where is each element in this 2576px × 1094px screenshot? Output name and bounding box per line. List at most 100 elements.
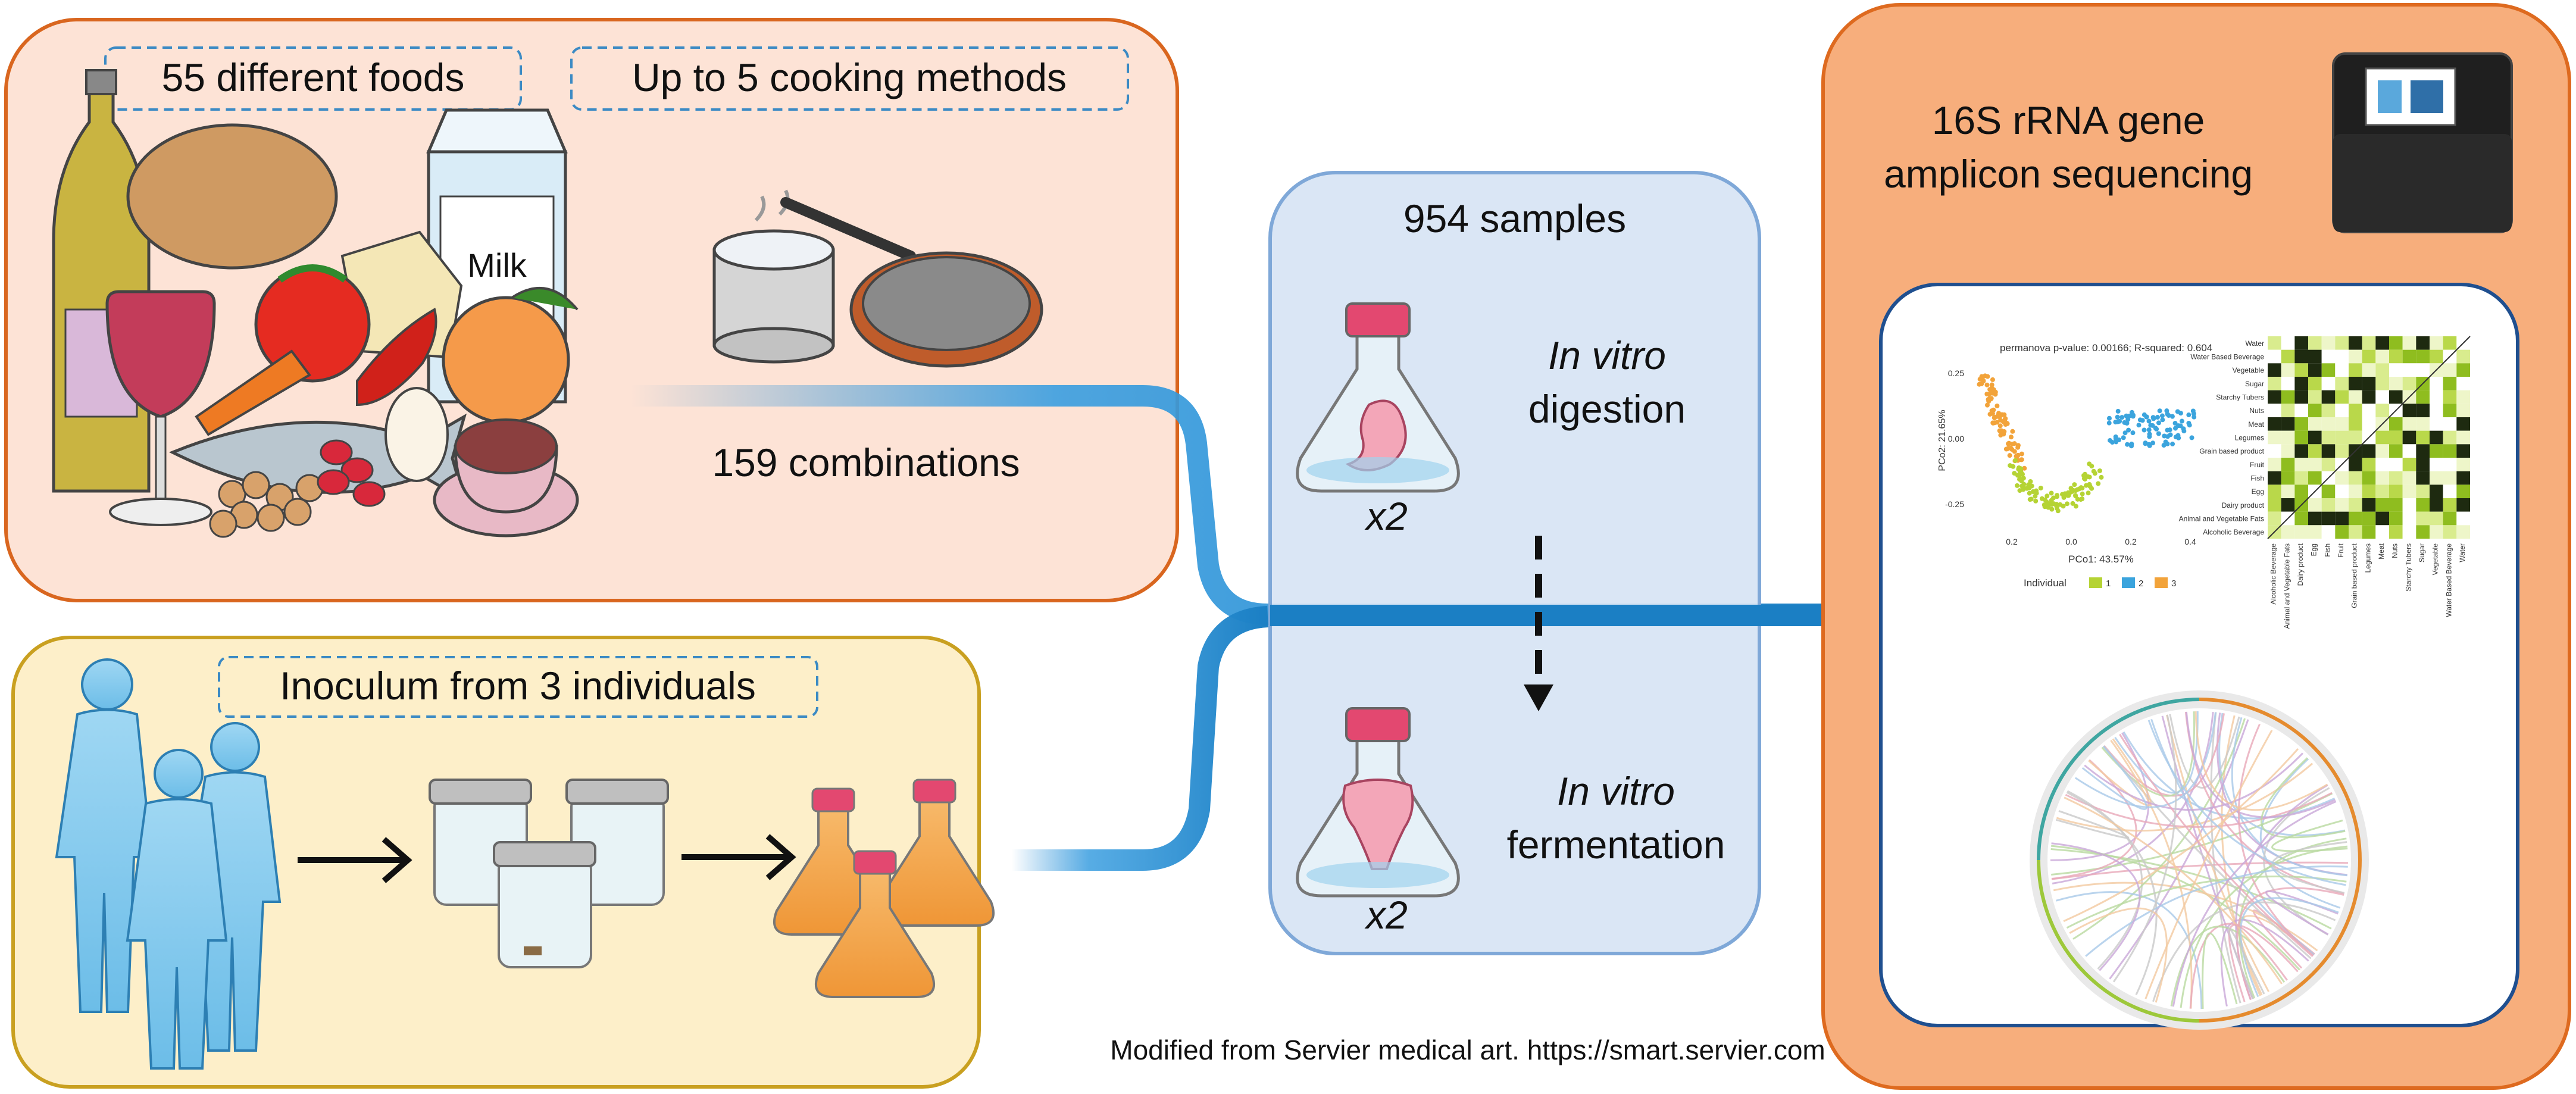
sequencer-icon <box>2332 52 2513 233</box>
heatmap-cell <box>2416 349 2430 364</box>
pca-title: permanova p-value: 0.00166; R-squared: 0… <box>2000 342 2212 354</box>
chord-link <box>2261 757 2346 839</box>
heatmap-cell <box>2402 349 2416 364</box>
heatmap-cell <box>2321 511 2336 526</box>
pca-point <box>2061 504 2066 509</box>
heatmap-cell <box>2308 349 2322 364</box>
sequencing-title-line1: 16S rRNA gene <box>1932 98 2205 142</box>
pca-point <box>2028 496 2034 502</box>
heatmap-cell <box>2402 498 2416 512</box>
pca-point <box>2044 493 2050 499</box>
heatmap-col-label: Starchy Tubers <box>2404 543 2412 592</box>
heatmap-row-label: Nuts <box>2249 407 2264 415</box>
inoculum-tag: Inoculum from 3 individuals <box>280 664 756 708</box>
methods-tag: Up to 5 cooking methods <box>632 55 1067 99</box>
heatmap-cell <box>2268 390 2281 404</box>
heatmap-row-label: Grain based product <box>2199 447 2264 455</box>
pca-point <box>2008 463 2013 468</box>
pca-point <box>2070 501 2075 506</box>
pca-point <box>2113 420 2118 425</box>
pca-point <box>2173 426 2178 431</box>
pca-point <box>2097 468 2102 473</box>
heatmap-cell <box>2375 430 2389 445</box>
chord-link <box>2166 714 2269 992</box>
heatmap-cell <box>2375 471 2389 485</box>
pca-point <box>2015 483 2020 488</box>
pca-point <box>2080 491 2085 496</box>
pca-point <box>2130 414 2136 419</box>
flow-arrow-inoculum <box>1012 606 1269 871</box>
pca-point <box>2121 435 2126 440</box>
pca-point <box>2072 482 2077 487</box>
heatmap-cell <box>2308 417 2322 431</box>
heatmap-row-label: Dairy product <box>2222 501 2265 510</box>
heatmap-col-label: Nuts <box>2391 543 2399 558</box>
pca-point <box>2147 443 2152 448</box>
pca-point <box>2054 494 2059 499</box>
chord-link <box>2066 876 2347 929</box>
heatmap-col-label: Meat <box>2377 543 2386 559</box>
heatmap-cell <box>2268 349 2281 364</box>
heatmap-cell <box>2456 363 2470 377</box>
pca-point <box>1993 390 1998 395</box>
methods-tag-box <box>570 46 1129 111</box>
heatmap-cell <box>2375 363 2389 377</box>
chord-link <box>2147 720 2346 886</box>
heatmap-cell <box>2456 390 2470 404</box>
heatmap-cell <box>2349 511 2362 526</box>
pca-point <box>2165 441 2170 446</box>
heatmap-cell <box>2281 349 2295 364</box>
chord-link <box>2084 752 2303 811</box>
pca-point <box>2136 423 2142 428</box>
chord-link <box>2064 796 2283 984</box>
heatmap-cell <box>2268 444 2281 458</box>
pca-point <box>2049 498 2054 503</box>
heatmap-cell <box>2389 525 2403 539</box>
pca-point <box>2073 504 2078 509</box>
heatmap-cell <box>2321 485 2336 498</box>
heatmap-cell <box>2362 458 2376 471</box>
pca-point <box>2169 414 2175 419</box>
chord-link <box>2218 712 2346 836</box>
chord-link <box>2189 923 2299 1009</box>
heatmap-row-label: Starchy Tubers <box>2216 393 2264 402</box>
pca-point <box>2018 466 2024 471</box>
heatmap-col-label: Sugar <box>2418 543 2426 562</box>
heatmap-cell <box>2335 485 2349 498</box>
heatmap-cell <box>2443 390 2457 404</box>
heatmap-cell <box>2416 390 2430 404</box>
heatmap-cell <box>2335 444 2349 458</box>
heatmap-cell <box>2402 430 2416 445</box>
pca-point <box>1979 381 1984 386</box>
heatmap-cell <box>2430 498 2443 512</box>
heatmap-cell <box>2349 390 2362 404</box>
heatmap-col-label: Vegetable <box>2431 543 2440 576</box>
heatmap-cell <box>2349 363 2362 377</box>
chord-link <box>2152 901 2336 1002</box>
chord-link <box>2271 819 2348 852</box>
chord-link <box>2237 723 2314 957</box>
pca-point <box>2106 420 2112 426</box>
heatmap-cell <box>2416 471 2430 485</box>
pca-point <box>2020 471 2025 477</box>
pca-point <box>1983 373 1988 379</box>
pca-point <box>2144 414 2149 420</box>
heatmap-cell <box>2416 444 2430 458</box>
heatmap-cell <box>2335 471 2349 485</box>
cookware-illustration <box>712 189 1043 368</box>
heatmap-cell <box>2349 498 2362 512</box>
pca-point <box>2119 415 2125 420</box>
heatmap-row-label: Water Based Beverage <box>2190 353 2264 361</box>
chord-link <box>2085 865 2348 957</box>
pca-xtick-2: 0.2 <box>2125 537 2137 546</box>
heatmap-cell <box>2268 511 2281 526</box>
heatmap-cell <box>2268 417 2281 431</box>
digestion-line1: In vitro <box>1548 333 1666 377</box>
heatmap-cell <box>2321 349 2336 364</box>
heatmap-row-label: Fish <box>2250 474 2264 483</box>
heatmap-cell <box>2308 390 2322 404</box>
heatmap-cell <box>2349 404 2362 417</box>
chord-link <box>2228 924 2288 1002</box>
heatmap-cell <box>2389 390 2403 404</box>
pca-point <box>2002 417 2008 422</box>
